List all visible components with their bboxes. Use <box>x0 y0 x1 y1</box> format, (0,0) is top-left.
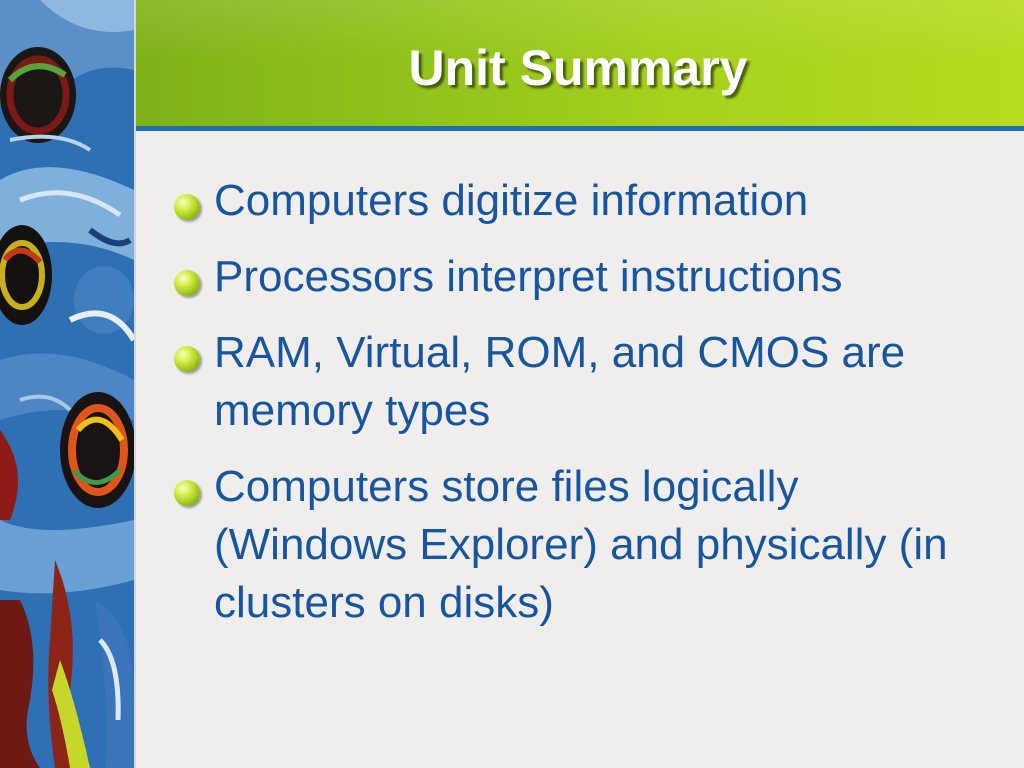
bullet-item: RAM, Virtual, ROM, and CMOS are memory t… <box>168 324 978 440</box>
bullet-text: Computers digitize information <box>214 176 809 225</box>
green-bullet-icon <box>174 194 200 220</box>
title-bar <box>136 0 1024 126</box>
art-divider <box>134 0 136 768</box>
bullet-text: RAM, Virtual, ROM, and CMOS are memory t… <box>214 328 906 435</box>
bullet-item: Computers store files logically (Windows… <box>168 458 978 632</box>
bullet-text: Processors interpret instructions <box>214 252 843 301</box>
slide-title: Unit Summary <box>408 40 748 96</box>
bullet-text: Computers store files logically (Windows… <box>214 462 948 627</box>
bullet-list: Computers digitize information Processor… <box>168 172 978 650</box>
bullet-item: Computers digitize information <box>168 172 978 230</box>
title-rule <box>136 126 1024 131</box>
green-bullet-icon <box>174 270 200 296</box>
decorative-painting <box>0 0 134 768</box>
green-bullet-icon <box>174 480 200 506</box>
green-bullet-icon <box>174 346 200 372</box>
bullet-item: Processors interpret instructions <box>168 248 978 306</box>
